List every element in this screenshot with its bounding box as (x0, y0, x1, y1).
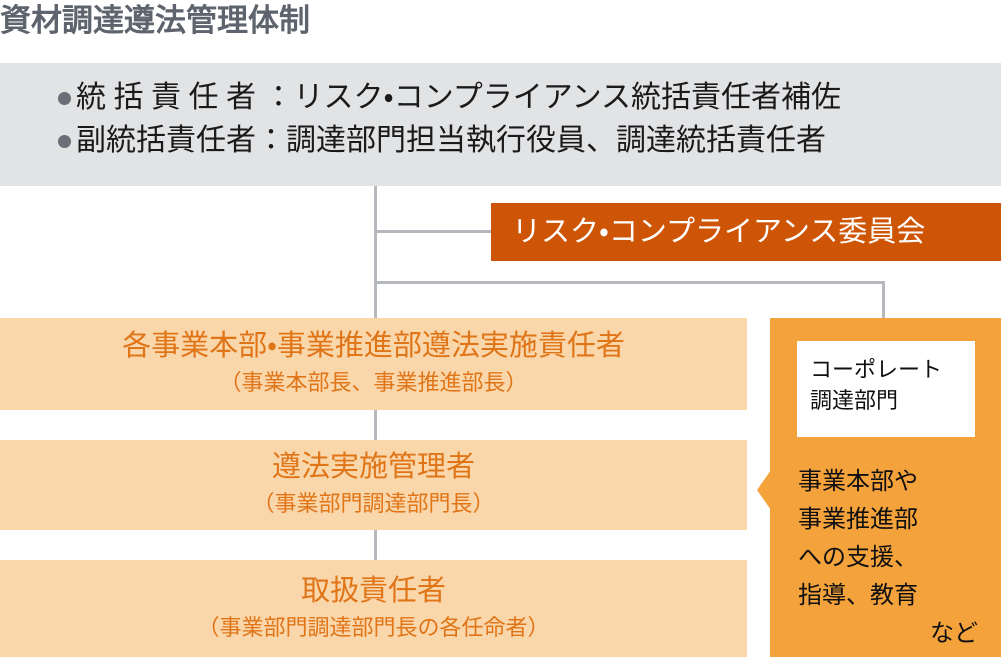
connector-trunk-vertical (374, 186, 377, 320)
role-box-2-subtitle: （事業部門調達部門長） (252, 491, 495, 517)
role-box-2-title: 遵法実施管理者 (271, 451, 475, 484)
page-title: 資材調達遵法管理体制 (0, 3, 310, 38)
header-bullet-1-label: 統括責任者 (76, 81, 264, 114)
header-bullet-1-text: 統括責任者：リスク・コンプライアンス統括責任者補佐 (76, 81, 841, 115)
corporate-card-line-1: コーポレート (810, 357, 943, 382)
connector-role2-to-role3 (374, 530, 377, 560)
corporate-note-line-5: など (930, 620, 978, 647)
role-box-3-title: 取扱責任者 (300, 574, 446, 607)
header-bullet-2-label: 副統括責任者 (76, 124, 256, 157)
role-box-3-subtitle: （事業部門調達部門長の各任命者） (197, 614, 550, 640)
bullet-dot-icon (58, 91, 71, 105)
corporate-procurement-card: コーポレート 調達部門 (797, 341, 975, 437)
header-bullet-2-separator: ： (256, 124, 286, 157)
connector-role1-to-role2 (374, 410, 377, 440)
bullet-dot-icon (58, 134, 71, 148)
support-arrow-icon (757, 470, 771, 510)
header-bullet-row-2: 副統括責任者：調達部門担当執行役員、調達統括責任者 (58, 124, 826, 158)
role-box-business-division-officer: 各事業本部・事業推進部遵法実施責任者 （事業本部長、事業推進部長） (0, 318, 747, 410)
header-bullet-2-text: 副統括責任者：調達部門担当執行役員、調達統括責任者 (76, 124, 826, 158)
corporate-note-line-4: 指導、教育 (798, 582, 918, 609)
header-bullet-1-separator: ： (263, 81, 294, 114)
header-panel (0, 63, 1001, 186)
header-bullet-1-value: リスク・コンプライアンス統括責任者補佐 (293, 81, 842, 114)
connector-branch-to-corporate-horizontal (374, 281, 885, 284)
role-box-1-title: 各事業本部・事業推進部遵法実施責任者 (122, 330, 625, 363)
connector-branch-to-corporate-vertical (882, 281, 885, 319)
role-box-compliance-manager: 遵法実施管理者 （事業部門調達部門長） (0, 440, 747, 530)
risk-compliance-committee-label: リスク・コンプライアンス委員会 (512, 215, 926, 248)
role-box-handling-supervisor: 取扱責任者 （事業部門調達部門長の各任命者） (0, 560, 747, 657)
role-box-1-subtitle: （事業本部長、事業推進部長） (219, 370, 528, 396)
corporate-card-line-2: 調達部門 (810, 388, 899, 413)
corporate-note-line-1: 事業本部や (798, 468, 918, 495)
risk-compliance-committee-box: リスク・コンプライアンス委員会 (491, 203, 1001, 261)
header-bullet-row-1: 統括責任者：リスク・コンプライアンス統括責任者補佐 (58, 81, 841, 115)
connector-branch-to-committee (374, 230, 494, 233)
corporate-note-line-2: 事業推進部 (798, 506, 918, 533)
header-bullet-2-value: 調達部門担当執行役員、調達統括責任者 (286, 124, 826, 157)
corporate-note-line-3: への支援、 (798, 544, 918, 571)
corporate-support-note: 事業本部や 事業推進部 への支援、 指導、教育 など (798, 463, 978, 653)
